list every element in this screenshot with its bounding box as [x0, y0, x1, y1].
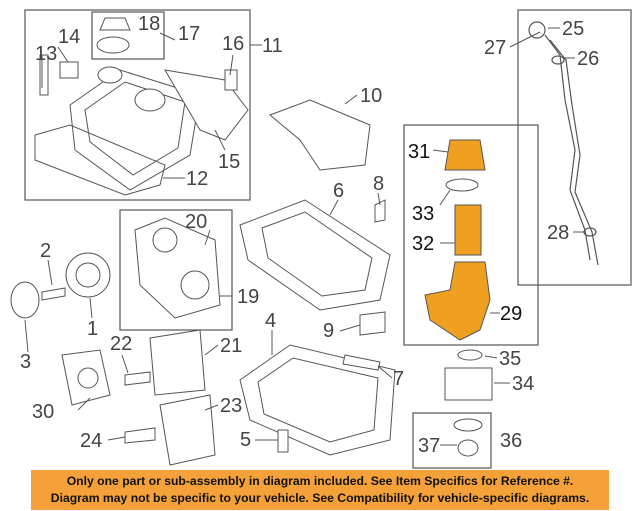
oil-filter-element [454, 204, 482, 256]
cap-o-ring [445, 178, 479, 192]
callout-numbers: 1 2 3 4 5 6 7 8 9 10 11 12 13 14 15 16 1… [20, 13, 599, 457]
disclaimer-line-2: Diagram may not be specific to your vehi… [50, 491, 590, 505]
callout-7: 7 [393, 368, 404, 390]
callout-31: 31 [408, 141, 430, 163]
disclaimer-banner: Only one part or sub-assembly in diagram… [31, 470, 609, 510]
dipstick-group-box [517, 9, 632, 286]
callout-22: 22 [110, 333, 132, 355]
oil-pan-upper [239, 199, 391, 311]
callout-16: 16 [222, 33, 244, 55]
callout-14: 14 [58, 26, 80, 48]
callout-37: 37 [418, 435, 440, 457]
oil-filter-housing [424, 261, 491, 341]
callout-1: 1 [87, 318, 98, 340]
valve-cover [34, 17, 249, 196]
oil-filter-housing-group-box [403, 124, 539, 346]
callout-26: 26 [577, 48, 599, 70]
callout-5: 5 [240, 429, 251, 451]
callout-35: 35 [499, 348, 521, 370]
callout-36: 36 [500, 430, 522, 452]
callout-30: 30 [32, 401, 54, 423]
callout-23: 23 [220, 395, 242, 417]
callout-29: 29 [500, 303, 522, 325]
callout-17: 17 [178, 23, 200, 45]
callout-20: 20 [185, 211, 207, 233]
callout-12: 12 [186, 168, 208, 190]
callout-19: 19 [237, 286, 259, 308]
callout-21: 21 [220, 335, 242, 357]
callout-32: 32 [412, 233, 434, 255]
callout-13: 13 [35, 43, 57, 65]
oil-filter-cap [444, 139, 486, 171]
oil-pan-lower [239, 344, 396, 456]
callout-8: 8 [373, 173, 384, 195]
timing-cover [134, 217, 221, 319]
callout-34: 34 [512, 373, 534, 395]
callout-28: 28 [547, 222, 569, 244]
callout-11: 11 [262, 35, 283, 57]
oil-baffle [269, 99, 371, 171]
callout-10: 10 [360, 85, 382, 107]
callout-24: 24 [80, 430, 102, 452]
misc-parts-left [10, 252, 216, 466]
seal-kit-group-box [412, 412, 492, 469]
callout-27: 27 [484, 37, 506, 59]
callout-18: 18 [138, 13, 160, 35]
parts-diagram: 1 2 3 4 5 6 7 8 9 10 11 12 13 14 15 16 1… [10, 9, 632, 469]
callout-3: 3 [20, 351, 31, 373]
cap-seal-group-box [91, 11, 165, 60]
leader-lines [24, 27, 585, 446]
oil-filter-housing-parts [424, 139, 491, 341]
callout-25: 25 [562, 18, 584, 40]
callout-9: 9 [323, 320, 334, 342]
callout-4: 4 [265, 310, 276, 332]
callout-6: 6 [333, 180, 344, 202]
callout-15: 15 [218, 151, 240, 173]
callout-33: 33 [412, 203, 434, 225]
callout-2: 2 [40, 240, 51, 262]
valve-cover-group-box [24, 9, 251, 201]
timing-cover-group-box [119, 209, 233, 331]
misc-parts-right [277, 199, 493, 457]
disclaimer-line-1: Only one part or sub-assembly in diagram… [66, 474, 574, 488]
